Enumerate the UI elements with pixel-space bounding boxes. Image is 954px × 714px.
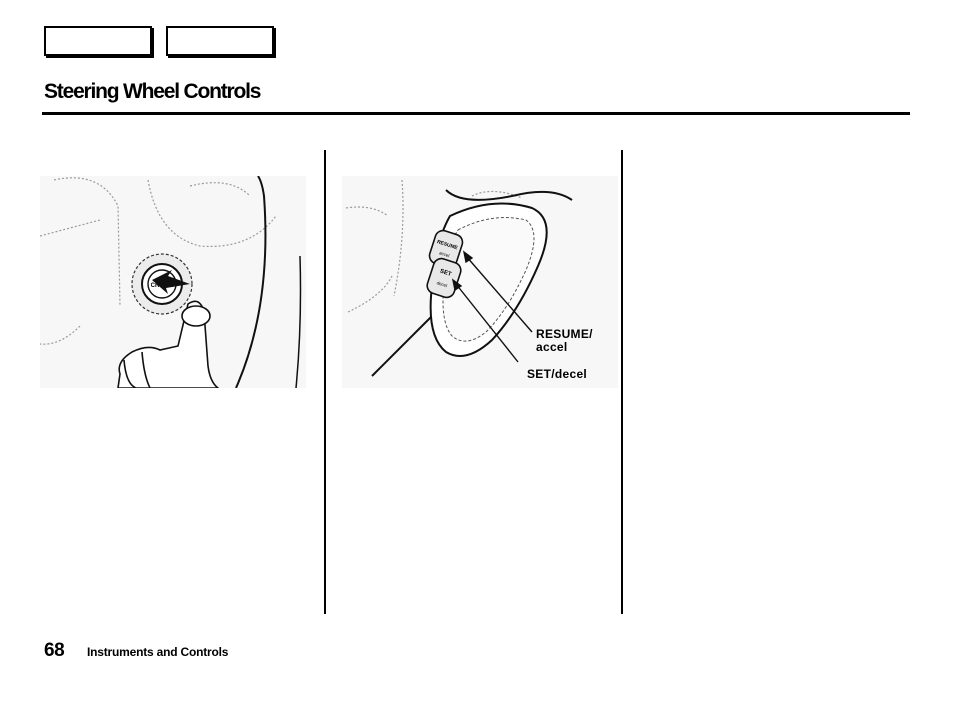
next-page-button[interactable]: [166, 26, 274, 56]
resume-pointer-line: [465, 255, 533, 333]
resume-accel-callout: RESUME/ accel: [536, 327, 593, 354]
set-pointer-arrowhead: [451, 278, 463, 292]
decel-button-text: decel: [436, 280, 448, 288]
page-title: Steering Wheel Controls: [44, 80, 261, 103]
resume-pointer-arrowhead: [462, 250, 474, 264]
column-divider-right: [621, 150, 623, 614]
set-decel-callout: SET/decel: [527, 367, 588, 381]
hand-icon: [117, 300, 220, 388]
set-decel-button: SET decel: [426, 257, 462, 299]
title-divider: [42, 112, 910, 115]
accel-button-text: accel: [439, 250, 451, 258]
column-divider-left: [324, 150, 326, 614]
set-button-text: SET: [439, 269, 452, 278]
press-arrow-icon: [152, 270, 190, 294]
cruise-button-illustration: CRUISE: [40, 176, 306, 388]
previous-page-button[interactable]: [44, 26, 152, 56]
set-pointer-line: [455, 283, 519, 363]
resume-set-illustration: RESUME accel SET decel: [342, 176, 618, 388]
page-number: 68: [44, 640, 65, 661]
section-name: Instruments and Controls: [87, 645, 229, 659]
